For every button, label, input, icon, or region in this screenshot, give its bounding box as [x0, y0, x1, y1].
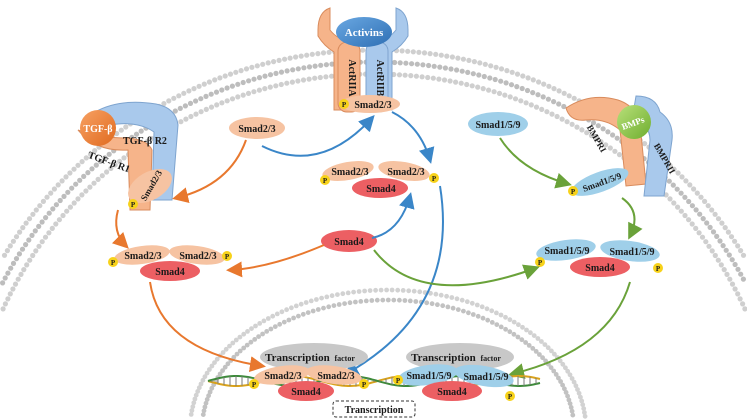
phospho-activin-complex-right: [429, 173, 439, 183]
phospho-tgfb-complex-right-label: P: [225, 253, 230, 261]
tf-right-label: Transcription factor: [411, 352, 501, 364]
activins-label: Activins: [345, 27, 384, 39]
bmp-smad-complex: Smad1/5/9 Smad1/5/9 Smad4 P P: [535, 239, 663, 277]
arrow-actr-to-complex: [391, 111, 435, 164]
tgfb-complex-smad23-left: Smad2/3: [124, 251, 161, 262]
activin-receptor-complex: ActRIIA ActRIIB Activins Smad2/3 P: [317, 7, 409, 113]
tgfb-complex-smad4: Smad4: [155, 267, 184, 278]
nuclear-smad159-right: Smad1/5/9: [463, 372, 508, 383]
bmp-smad159-bound: [571, 168, 629, 196]
phospho-tgfb-complex-left-label: P: [111, 259, 116, 267]
bmp-receptor-complex: BMPs BMPRI BMPRII Smad1/5/9 P: [565, 95, 678, 197]
phospho-nuclear-left-label: P: [252, 381, 257, 389]
nuclear-smad159-left: Smad1/5/9: [406, 371, 451, 382]
pathway-arrows: [111, 111, 643, 379]
arrow-tgf-complex-to-nucleus: [149, 281, 266, 373]
phospho-nuclear-bmp-left-label: P: [396, 377, 401, 385]
arrow-smad4-to-tgf-complex: [226, 244, 325, 278]
phospho-bmp-complex-left: [535, 257, 545, 267]
free-smad4-label: Smad4: [334, 237, 363, 248]
tgfb-ligand: [80, 110, 116, 146]
tgfb-complex-smad23-right: Smad2/3: [179, 251, 216, 262]
tgfb-label: TGF-β: [83, 124, 112, 135]
tf-left-label: Transcription factor: [265, 352, 355, 364]
tgfb-smad23-bound: [128, 168, 172, 204]
phospho-nuclear-left: [249, 379, 259, 389]
transcription-factor-right: Transcription factor: [406, 343, 514, 371]
nuclear-smad23-smad4: Smad4: [291, 387, 320, 398]
arrow-bmp-complex-to-nucleus: [508, 281, 631, 379]
free-smad159-label: Smad1/5/9: [475, 120, 520, 131]
phospho-nuclear-bmp-right-label: P: [508, 393, 513, 401]
transcription-label: Transcription: [345, 405, 404, 416]
bmp-complex-smad4: Smad4: [585, 263, 614, 274]
tf-right-main: Transcription: [411, 352, 476, 364]
bmp-complex-smad159-right: Smad1/5/9: [609, 247, 654, 258]
nuclear-membrane: [188, 287, 588, 419]
phospho-tgfb-complex-left: [108, 257, 118, 267]
phospho-activin-complex-right-label: P: [432, 175, 437, 183]
tf-left-main: Transcription: [265, 352, 330, 364]
phospho-tgfb-label: P: [131, 201, 136, 209]
bmp-complex-smad159-left: Smad1/5/9: [544, 246, 589, 257]
tf-right-small: factor: [480, 354, 501, 363]
arrow-tgfbr-to-complex: [111, 209, 129, 249]
tgfb-smad-complex: Smad2/3 Smad2/3 Smad4 P P: [108, 245, 232, 281]
activin-complex-smad23-right: Smad2/3: [387, 167, 424, 178]
phospho-bmp-complex-right-label: P: [656, 265, 661, 273]
phospho-activin-complex-left: [320, 175, 330, 185]
free-smad159: Smad1/5/9: [468, 112, 528, 136]
transcription-output-box: Transcription: [332, 400, 416, 418]
bmps-ligand: [617, 105, 651, 139]
phospho-activin: [339, 99, 349, 109]
actriib-label: ActRIIB: [374, 60, 385, 97]
phospho-bmp-complex-right: [653, 263, 663, 273]
nuclear-smad159-complex: Smad1/5/9 Smad1/5/9 Smad4 P P: [393, 364, 515, 401]
arrow-smad159-to-bmpr: [499, 137, 572, 189]
nuclear-smad159-smad4: Smad4: [437, 387, 466, 398]
phospho-nuclear-bmp-left: [393, 375, 403, 385]
phospho-bmp-complex-left-label: P: [538, 259, 543, 267]
arrow-activin-complex-to-nucleus: [342, 185, 444, 376]
tgfbr2-label: TGF-β R2: [123, 136, 167, 147]
tf-left-small: factor: [334, 354, 355, 363]
phospho-bmp: [568, 186, 578, 196]
activin-complex-smad4: Smad4: [366, 184, 395, 195]
arrow-smad4-to-bmp-complex: [373, 249, 540, 287]
free-smad23: Smad2/3: [229, 117, 285, 139]
phospho-nuclear-right: [359, 379, 369, 389]
phospho-tgfb: [128, 199, 138, 209]
nuclear-smad23-left: Smad2/3: [264, 371, 301, 382]
activin-complex-smad23-left: Smad2/3: [331, 167, 368, 178]
activins-ligand: [336, 17, 392, 47]
arrow-smad4-to-activin-complex: [371, 192, 415, 239]
nuclear-smad23-complex: Smad2/3 Smad2/3 Smad4 P P: [249, 365, 369, 401]
actriia-label: ActRIIA: [346, 59, 357, 97]
activin-smad-complex: Smad2/3 Smad2/3 Smad4 P P: [320, 161, 439, 198]
phospho-nuclear-bmp-right: [505, 391, 515, 401]
activin-smad23-bound: [340, 95, 400, 113]
transcription-factor-left: Transcription factor: [260, 343, 368, 371]
free-smad23-label: Smad2/3: [238, 124, 275, 135]
phospho-activin-label: P: [342, 101, 347, 109]
phospho-nuclear-right-label: P: [362, 381, 367, 389]
phospho-activin-complex-left-label: P: [323, 177, 328, 185]
phospho-bmp-label: P: [571, 188, 576, 196]
free-smad4: Smad4: [321, 230, 377, 252]
tgfb-receptor-complex: TGF-β TGF-β R2 TGF-β R1 Smad2/3 P: [77, 101, 179, 211]
phospho-tgfb-complex-right: [222, 251, 232, 261]
activin-smad23-label: Smad2/3: [354, 100, 391, 111]
arrow-bmpr-to-complex: [621, 197, 643, 240]
arrow-smad23-to-actr: [261, 115, 375, 157]
nuclear-smad23-right: Smad2/3: [317, 371, 354, 382]
arrow-smad23-to-tgfbr: [172, 139, 247, 203]
